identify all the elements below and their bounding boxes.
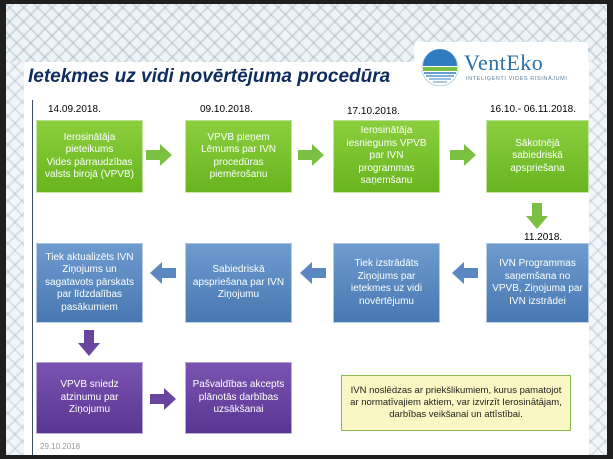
step-6-line: Ziņojums par <box>357 270 416 282</box>
step-6-box: Tiek izstrādāts Ziņojums par ietekmes uz… <box>333 243 440 323</box>
step-2-line: VPVB pieņem <box>207 131 270 143</box>
step-2-box: VPVB pieņem Lēmums par IVN procedūras pi… <box>185 120 292 193</box>
page-title: Ietekmes uz vidi novērtējuma procedūra <box>28 66 391 87</box>
step-8-line: Ziņojums un <box>62 264 117 276</box>
step-9-line: VPVB sniedz <box>60 379 119 391</box>
logo-tagline: INTELIĢENTI VIDES RISINĀJUMI <box>466 76 568 82</box>
step-2-line: procedūras <box>213 156 264 168</box>
step-5-line: saņemšana no <box>504 270 571 282</box>
step-9-line: atzinumu par <box>60 391 119 403</box>
logo-mark-icon <box>421 49 459 87</box>
date-step-2: 09.10.2018. <box>200 104 253 115</box>
step-4-line: Sākotnējā <box>515 137 560 149</box>
step-4-line: apspriešana <box>510 162 565 174</box>
step-1-line: Ierosinātāja <box>63 131 116 143</box>
step-2-line: piemērošanu <box>209 169 268 180</box>
step-8-line: par līdzdalības <box>56 289 123 301</box>
note-line: IVN noslēdzas ar priekšlikumiem, kurus <box>350 385 517 396</box>
step-5-line: VPVB, Ziņojuma par <box>492 283 583 294</box>
step-7-box: Sabiedriskā apspriešana par IVN Ziņojumu <box>185 243 292 323</box>
step-10-line: Pašvaldības akcepts <box>192 379 285 391</box>
step-1-box: Ierosinātāja pieteikums Vides pārraudzīb… <box>36 120 143 193</box>
arrow-right-icon <box>298 144 324 166</box>
step-4-line: sabiedriskā <box>512 150 563 162</box>
step-1-line: Vides pārraudzības <box>46 156 133 168</box>
step-3-line: iesniegums VPVB <box>346 137 427 149</box>
arrow-left-icon <box>150 262 176 284</box>
date-step-3: 17.10.2018. <box>347 106 400 117</box>
step-1-line: pieteikums <box>65 144 114 155</box>
step-5-line: IVN Programmas <box>499 258 576 269</box>
step-3-line: programmas <box>358 162 415 174</box>
step-6-line: Tiek izstrādāts <box>354 258 419 269</box>
step-1-line: valsts birojā (VPVB) <box>45 169 134 180</box>
step-10-line: plānotās darbības <box>198 391 279 403</box>
step-9-box: VPVB sniedz atzinumu par Ziņojumu <box>36 362 143 434</box>
step-3-line: par IVN <box>369 150 404 162</box>
step-9-line: Ziņojumu <box>68 404 111 416</box>
note-line: pamatojot ar normatīvajiem aktiem, var i… <box>350 385 562 408</box>
arrow-left-icon <box>300 262 326 284</box>
arrow-left-icon <box>452 262 478 284</box>
arrow-down-icon <box>78 330 100 356</box>
step-6-line: ietekmes uz vidi <box>350 283 423 294</box>
date-step-4: 16.10.- 06.11.2018. <box>490 104 576 115</box>
arrow-right-icon <box>450 144 476 166</box>
step-5-line: IVN izstrādei <box>509 295 566 307</box>
step-7-line: apspriešana par IVN <box>192 276 285 288</box>
step-5-box: IVN Programmas saņemšana no VPVB, Ziņoju… <box>486 243 589 323</box>
step-4-box: Sākotnējā sabiedriskā apspriešana <box>486 120 589 193</box>
step-10-line: uzsākšanai <box>213 404 264 416</box>
date-step-5: 11.2018. <box>524 232 563 243</box>
step-3-line: Ierosinātāja <box>360 125 413 137</box>
left-divider <box>32 100 33 455</box>
step-8-line: sagatavots pārskats <box>45 276 134 288</box>
ventEko-logo: VentEko INTELIĢENTI VIDES RISINĀJUMI <box>414 42 588 92</box>
step-6-line: novērtējumu <box>358 295 414 307</box>
note-line: Ierosinātājam, darbības veikšanai un att… <box>389 397 562 420</box>
step-3-box: Ierosinātāja iesniegums VPVB par IVN pro… <box>333 120 440 193</box>
logo-name: VentEko <box>464 50 544 75</box>
arrow-right-icon <box>150 388 176 410</box>
step-8-line: pasākumiem <box>61 301 118 313</box>
decorative-pattern-right <box>589 62 607 455</box>
step-10-box: Pašvaldības akcepts plānotās darbības uz… <box>185 362 292 434</box>
step-8-line: Tiek aktualizēts IVN <box>45 251 134 263</box>
date-step-1: 14.09.2018. <box>48 104 101 115</box>
step-2-line: Lēmums par IVN <box>200 144 277 155</box>
decorative-pattern-left <box>6 62 24 455</box>
step-3-line: saņemšanu <box>360 175 413 187</box>
conclusion-note: IVN noslēdzas ar priekšlikumiem, kurus p… <box>341 375 571 431</box>
footer-date: 29.10.2018 <box>40 442 81 451</box>
step-7-line: Sabiedriskā <box>212 264 265 276</box>
step-7-line: Ziņojumu <box>217 289 260 301</box>
arrow-right-icon <box>146 144 172 166</box>
arrow-down-icon <box>526 203 548 229</box>
step-8-box: Tiek aktualizēts IVN Ziņojums un sagatav… <box>36 243 143 323</box>
